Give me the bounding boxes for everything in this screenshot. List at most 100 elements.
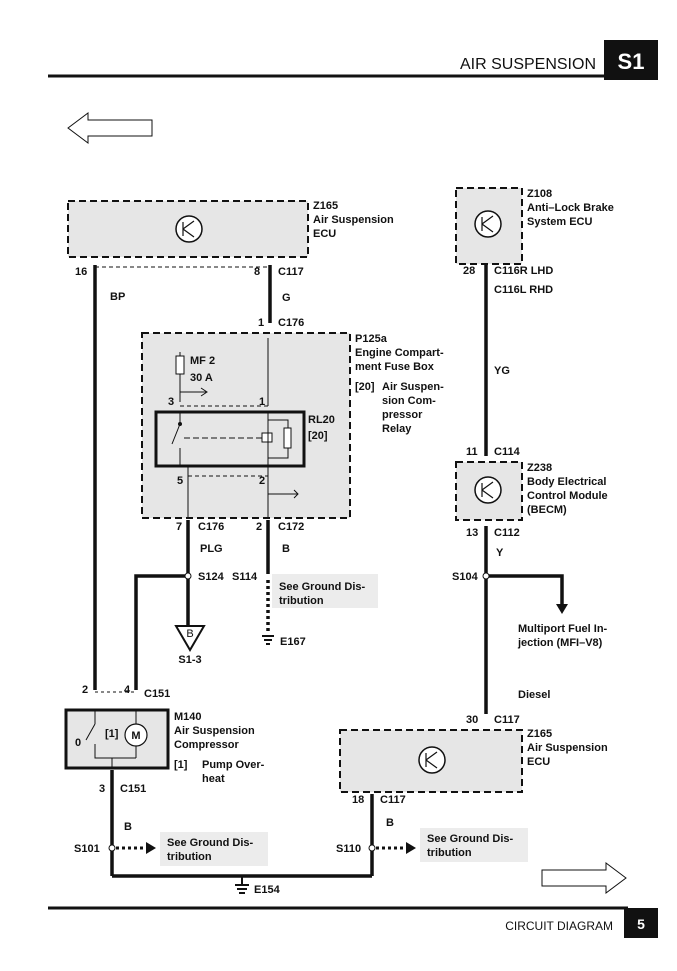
z108-ecu-icon — [474, 210, 502, 238]
fuse-name: MF 2 — [190, 355, 215, 367]
wire-label-b3: B — [386, 817, 394, 829]
connector-c151-bottom: C151 — [120, 783, 146, 795]
ref-s1-3-triangle-icon — [174, 625, 206, 652]
z108-id: Z108 — [527, 188, 552, 200]
connector-c114: C114 — [494, 446, 521, 458]
relay-id: RL20 — [308, 414, 335, 426]
p125a-note4: Relay — [382, 423, 412, 435]
ground-ref3-arrow-icon — [406, 842, 416, 854]
splice-s110: S110 — [336, 843, 361, 855]
header-title: AIR SUSPENSION — [460, 56, 596, 73]
pin-1-fusebox: 1 — [259, 396, 265, 408]
relay-switch-icon — [171, 423, 181, 466]
relay-diode-icon — [283, 427, 292, 449]
ground-ref3-line2: tribution — [427, 847, 472, 859]
connector-c116l: C116L RHD — [494, 284, 553, 296]
ground-ref3-box — [420, 828, 528, 862]
m140-line1: Air Suspension — [174, 725, 255, 737]
m140-note-ref: [1] — [174, 759, 188, 771]
pin-3-c151: 3 — [99, 783, 105, 795]
relay-ref: [20] — [308, 430, 328, 442]
wire-label-plg: PLG — [200, 543, 223, 555]
ground-ref1-line1: See Ground Dis- — [279, 581, 366, 593]
pin-30-c117: 30 — [466, 714, 478, 726]
splice-s104: S104 — [452, 571, 479, 583]
ref-mfi-line2: jection (MFI–V8) — [517, 637, 603, 649]
wire-label-g: G — [282, 292, 291, 304]
m140-pos0: 0 — [75, 737, 81, 749]
splice-s124-dot — [184, 572, 192, 580]
m140-note2: heat — [202, 773, 225, 785]
p125a-note2: sion Com- — [382, 395, 436, 407]
fuse-arrow-icon — [180, 387, 208, 397]
p125a-id: P125a — [355, 333, 388, 345]
ground-ref1-box — [272, 574, 378, 608]
pin-2-fusebox: 2 — [259, 475, 265, 487]
connector-c172: C172 — [278, 521, 304, 533]
m140-motor-icon — [124, 723, 148, 747]
ground-e154-icon — [235, 884, 249, 894]
connector-c116r: C116R LHD — [494, 265, 553, 277]
splice-s114: S114 — [232, 571, 258, 583]
splice-s110-dot — [368, 844, 376, 852]
wire-y-branch — [486, 574, 564, 606]
splice-s101: S101 — [74, 843, 100, 855]
connector-c117-right: C117 — [494, 714, 520, 726]
m140-line2: Compressor — [174, 739, 240, 751]
connector-c112: C112 — [494, 527, 520, 539]
wire-label-y: Y — [496, 547, 504, 559]
z238-line3: (BECM) — [527, 504, 567, 516]
pin-1-c176: 1 — [258, 317, 264, 329]
z238-line2: Control Module — [527, 490, 608, 502]
footer-label: CIRCUIT DIAGRAM — [505, 919, 613, 933]
z165-top-id: Z165 — [313, 200, 338, 212]
pin-5-fusebox: 5 — [177, 475, 183, 487]
relay-rl20-box — [154, 410, 306, 468]
ref-diesel: Diesel — [518, 689, 550, 701]
ground-ref3-line1: See Ground Dis- — [427, 833, 514, 845]
p125a-line1: Engine Compart- — [355, 347, 444, 359]
footer-page-number: 5 — [637, 916, 645, 932]
z165-top-line2: ECU — [313, 228, 336, 240]
connector-c176-top: C176 — [278, 317, 304, 329]
ground-ref1-line2: tribution — [279, 595, 324, 607]
header-badge — [604, 40, 658, 80]
z238-ecu-icon — [474, 476, 502, 504]
wire-label-b2: B — [124, 821, 132, 833]
header-badge-text: S1 — [618, 49, 645, 74]
p125a-note-ref: [20] — [355, 381, 375, 393]
splice-s124: S124 — [198, 571, 225, 583]
pin-11: 11 — [466, 446, 478, 458]
ground-e154: E154 — [254, 884, 281, 896]
pin-2-c151: 2 — [82, 684, 88, 696]
z108-line2: System ECU — [527, 216, 592, 228]
fusebox-internal-ground-icon — [268, 489, 299, 499]
splice-s101-dot — [108, 844, 116, 852]
footer-page-badge — [624, 908, 658, 938]
ground-ref2-line2: tribution — [167, 851, 212, 863]
z165-bottom-line2: ECU — [527, 756, 550, 768]
next-page-arrow-icon[interactable] — [541, 862, 627, 894]
pin-3-fusebox: 3 — [168, 396, 174, 408]
z238-line1: Body Electrical — [527, 476, 606, 488]
m140-id: M140 — [174, 711, 202, 723]
wire-label-yg: YG — [494, 365, 510, 377]
m140-note1: Pump Over- — [202, 759, 265, 771]
m140-inner-ref: [1] — [105, 728, 119, 740]
ground-ref2-line1: See Ground Dis- — [167, 837, 254, 849]
pin-16: 16 — [75, 266, 87, 278]
pin-4-c151: 4 — [124, 684, 131, 696]
ground-ref2-arrow-icon — [146, 842, 156, 854]
previous-page-arrow-icon[interactable] — [67, 112, 153, 144]
z165-bottom-id: Z165 — [527, 728, 552, 740]
p125a-note1: Air Suspen- — [382, 381, 444, 393]
ref-mfi-line1: Multiport Fuel In- — [518, 623, 608, 635]
ground-e167-icon — [262, 635, 274, 645]
connector-c151-top: C151 — [144, 688, 170, 700]
fuse-mf2-icon — [175, 355, 185, 375]
wire-label-bp: BP — [110, 291, 125, 303]
fuse-rating: 30 A — [190, 372, 213, 384]
mfi-arrow-icon — [556, 604, 568, 614]
connector-c117-top: C117 — [278, 266, 304, 278]
